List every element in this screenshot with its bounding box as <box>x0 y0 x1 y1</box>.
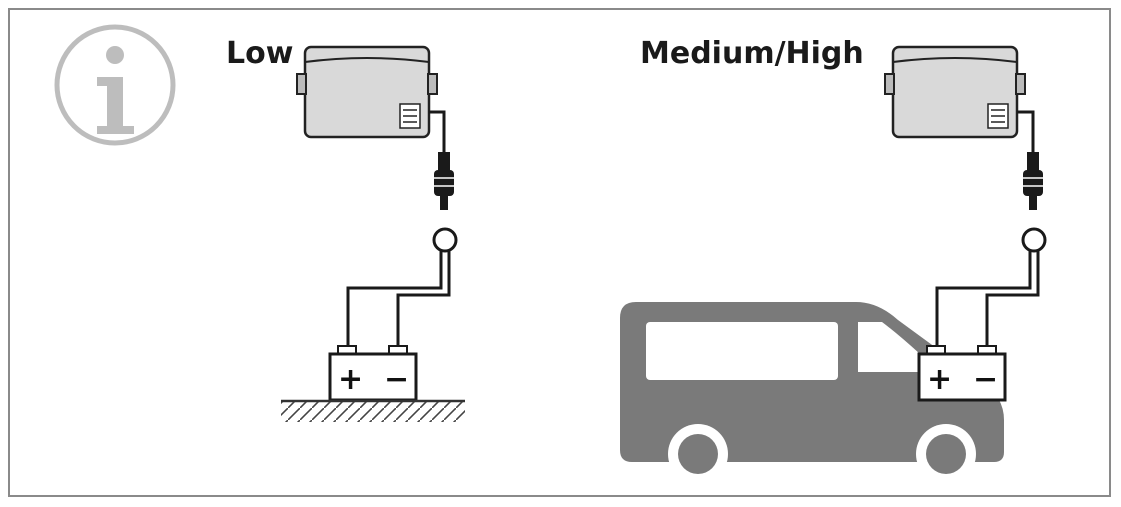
cooler-box-icon <box>884 45 1026 139</box>
medium-high-label: Medium/High <box>640 36 864 71</box>
battery-plus-label: + <box>338 362 363 397</box>
ground-hatch-icon <box>281 399 465 422</box>
positive-wire <box>346 251 443 348</box>
battery-icon: + − <box>328 345 418 402</box>
info-icon <box>54 24 176 146</box>
battery-minus-label: − <box>973 362 998 397</box>
battery-minus-label: − <box>384 362 409 397</box>
positive-wire <box>935 251 1032 348</box>
cable <box>429 110 446 152</box>
cigarette-plug-icon <box>1023 152 1043 210</box>
negative-wire <box>985 251 1040 348</box>
battery-plus-label: + <box>927 362 952 397</box>
van-icon <box>620 302 1004 484</box>
cable <box>1017 110 1035 152</box>
battery-icon: + − <box>917 345 1007 402</box>
socket-icon <box>1021 227 1047 253</box>
negative-wire <box>396 251 451 348</box>
low-label: Low <box>226 36 293 71</box>
socket-icon <box>432 227 458 253</box>
cigarette-plug-icon <box>434 152 454 210</box>
cooler-box-icon <box>296 45 438 139</box>
